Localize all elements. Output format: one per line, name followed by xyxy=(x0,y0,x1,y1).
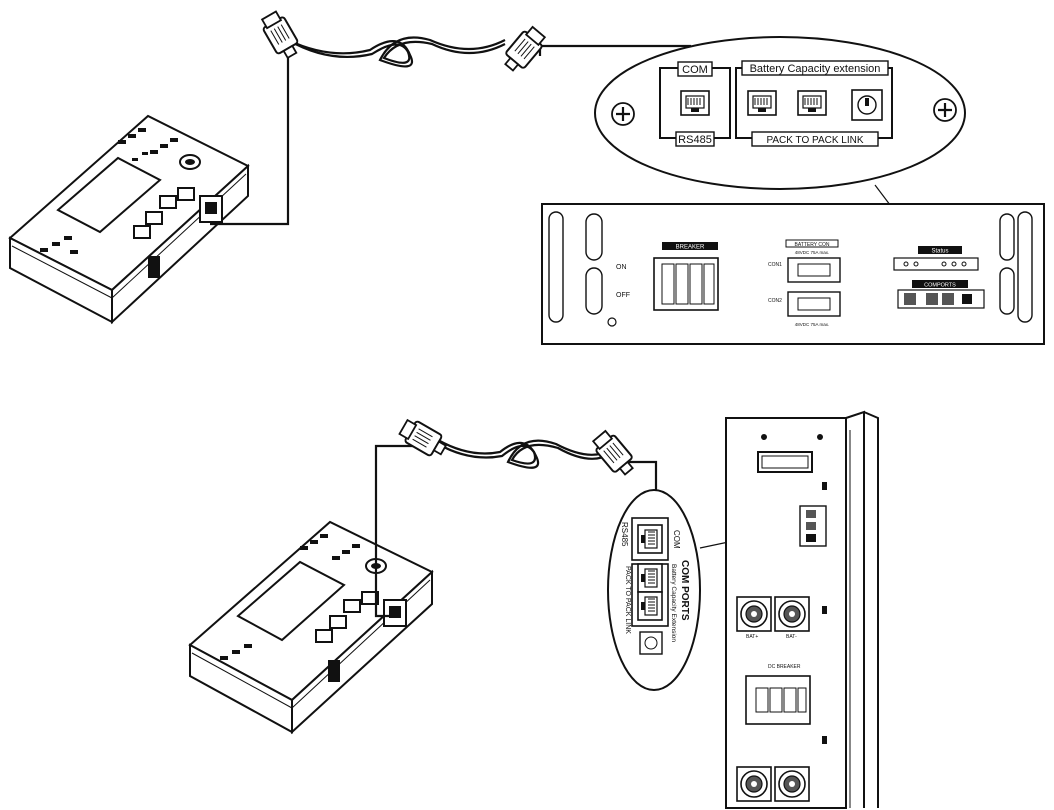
battery-capacity-label: Battery Capacity Extension xyxy=(670,564,677,642)
handle xyxy=(758,452,812,472)
inverter-top xyxy=(10,116,248,322)
pack-link-jack-1 xyxy=(638,564,662,592)
status-leds xyxy=(894,258,978,270)
comports-label: COMPORTS xyxy=(924,283,956,289)
battery-capacity-label: Battery Capacity extension xyxy=(750,63,881,75)
con1-label: CON1 xyxy=(768,262,782,268)
battery-terminal-icon-positive-bottom xyxy=(737,767,771,801)
con2-label: CON2 xyxy=(768,298,782,304)
com-ports-title: COM PORTS xyxy=(679,560,690,621)
breaker-on-label: ON xyxy=(616,264,627,271)
battery-con-rating-top: 48VDC 75A max. xyxy=(795,250,830,255)
rj45-plug-inverter-end xyxy=(259,9,303,61)
pack-to-pack-link-label: PACK TO PACK LINK xyxy=(624,566,631,634)
inverter-bottom xyxy=(190,522,432,732)
battery-terminal-icon-positive-top xyxy=(737,597,771,631)
com-port-label: COM xyxy=(682,64,708,76)
pack-link-jack-2 xyxy=(798,91,826,115)
rj45-plug-battery-end xyxy=(590,428,638,479)
screw-icon-right xyxy=(934,99,956,121)
battery-terminal-icon-negative-top xyxy=(775,597,809,631)
dc-breaker-label: DC BREAKER xyxy=(768,664,801,670)
screw-icon-left xyxy=(612,103,634,125)
rs485-port-label: RS485 xyxy=(678,134,712,146)
battery-terminal-icon-negative-bottom xyxy=(775,767,809,801)
status-label: Status xyxy=(931,249,948,255)
rj45-plug-battery-end xyxy=(500,24,548,75)
pack-to-pack-link-label: PACK TO PACK LINK xyxy=(766,135,863,146)
pack-link-jack-2 xyxy=(638,592,662,620)
com-rs485-jack xyxy=(638,525,662,553)
com-rs485-jack xyxy=(681,91,709,115)
rack-battery-module: BREAKER ON OFF BATTERY CON 48VDC 75A max… xyxy=(542,204,1044,344)
battery-con-label: BATTERY CON xyxy=(794,242,829,248)
bat-negative-label: BAT- xyxy=(786,634,797,640)
pack-link-jack-1 xyxy=(748,91,776,115)
tower-battery-module: BAT+ BAT- DC BREAKER xyxy=(726,412,878,808)
breaker-label: BREAKER xyxy=(676,245,705,251)
rj45-plug-inverter-end xyxy=(397,417,449,461)
bat-positive-label: BAT+ xyxy=(746,634,758,640)
rs485-port-label: RS485 xyxy=(620,522,629,547)
battery-con-rating-bottom: 48VDC 75A max. xyxy=(795,322,830,327)
breaker-off-label: OFF xyxy=(616,292,630,299)
com-port-label: COM xyxy=(672,530,681,549)
